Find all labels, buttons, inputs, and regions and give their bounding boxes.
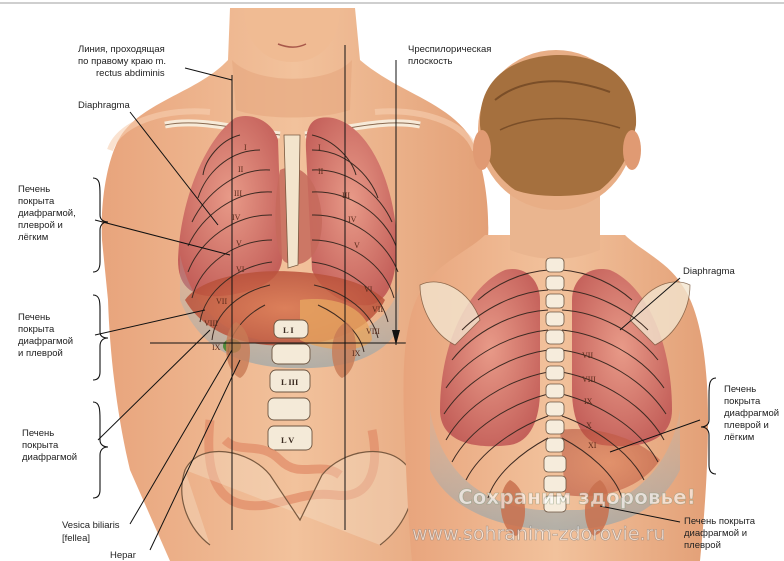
- rib-numeral: I: [318, 143, 321, 152]
- rib-numeral: X: [586, 421, 592, 430]
- watermark-slogan: Сохраним здоровье!: [458, 485, 696, 509]
- watermark-url: www.sohranim-zdorovie.ru: [412, 523, 665, 545]
- rib-numeral: VI: [236, 265, 245, 274]
- rib-numeral: II: [238, 165, 244, 174]
- rib-numeral: VI: [364, 285, 373, 294]
- back-liver-diaphragm-pleura-lung-label: Печень покрыта диафрагмой плеврой и лёгк…: [724, 384, 782, 443]
- diaphragma-front-label: Diaphragma: [78, 100, 130, 111]
- rib-numeral: I: [244, 143, 247, 152]
- vesica-biliaris-label: Vesica biliaris [fellea]: [62, 520, 122, 544]
- liver-diaphragm-pleura-lung-label: Печень покрыта диафрагмой, плеврой и лёг…: [18, 184, 78, 243]
- rectus-line-label: Линия, проходящая по правому краю m. rec…: [78, 44, 169, 79]
- rib-numeral: IX: [212, 343, 221, 352]
- rib-numeral: IV: [348, 215, 357, 224]
- rib-numeral: XI: [588, 441, 597, 450]
- liver-diaphragm-label: Печень покрыта диафрагмой: [22, 428, 77, 463]
- liver-diaphragm-pleura-label: Печень покрыта диафрагмой и плеврой: [18, 312, 76, 359]
- rib-numeral: VIII: [582, 375, 596, 384]
- vertebra-label: L V: [281, 435, 295, 445]
- transpyloric-plane-label: Чреспилорическая плоскость: [408, 44, 494, 67]
- back-liver-diaphragm-pleura-label: Печень покрыта диафрагмой и плеврой: [684, 516, 758, 551]
- diaphragma-back-label: Diaphragma: [683, 266, 735, 277]
- rib-numeral: IX: [584, 397, 593, 406]
- vertebra-label: L I: [283, 325, 294, 335]
- rib-numeral: II: [318, 167, 324, 176]
- rib-numeral: V: [236, 239, 242, 248]
- rib-numeral: III: [234, 189, 242, 198]
- rib-numeral: IX: [352, 349, 361, 358]
- rib-numeral: IV: [232, 213, 241, 222]
- rib-numeral: VII: [372, 305, 383, 314]
- rib-numeral: VIII: [204, 319, 218, 328]
- rib-numeral: V: [354, 241, 360, 250]
- vertebra-label: L III: [281, 377, 299, 387]
- rib-numeral: VII: [216, 297, 227, 306]
- rib-numeral: VIII: [366, 327, 380, 336]
- hepar-label: Hepar: [110, 550, 136, 561]
- rib-numeral: III: [342, 191, 350, 200]
- rib-numeral: VII: [582, 351, 593, 360]
